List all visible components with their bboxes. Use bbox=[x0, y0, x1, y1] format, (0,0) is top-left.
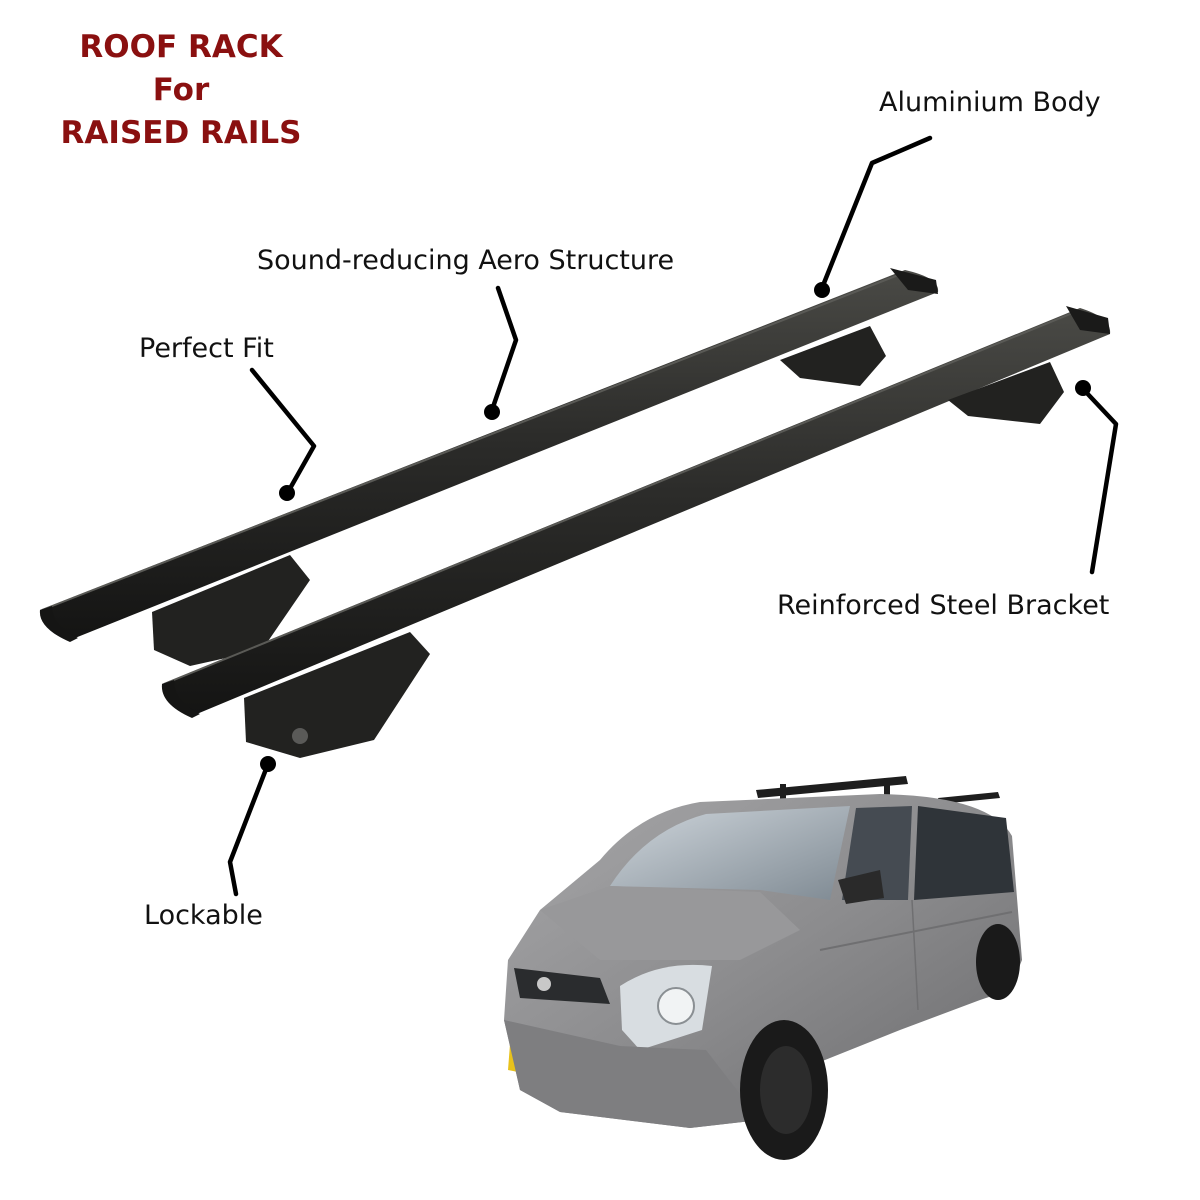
rear-bar-end-cap bbox=[39, 606, 78, 642]
callout-dot-aero bbox=[484, 404, 500, 420]
front-bar-right-bracket bbox=[948, 362, 1064, 424]
title-line-1: ROOF RACK bbox=[79, 29, 283, 65]
rear-bar-right-bracket bbox=[780, 326, 886, 386]
front-bar-end-cap bbox=[161, 680, 200, 718]
callout-lockable: Lockable bbox=[144, 900, 263, 931]
title-line-3: RAISED RAILS bbox=[60, 115, 302, 151]
callout-dot-steel bbox=[1075, 380, 1091, 396]
callout-aero-structure: Sound-reducing Aero Structure bbox=[257, 245, 675, 276]
callout-dots bbox=[260, 282, 1091, 772]
front-bar-left-bracket bbox=[244, 632, 430, 758]
rear-roof-bar bbox=[39, 268, 939, 666]
van-with-roof-rack bbox=[504, 776, 1022, 1160]
van-logo-icon bbox=[537, 977, 551, 991]
callout-dot-lock bbox=[260, 756, 276, 772]
callout-leaders bbox=[227, 135, 1119, 897]
callout-perfect-fit: Perfect Fit bbox=[139, 333, 274, 364]
van-grille bbox=[514, 968, 610, 1004]
callout-dot-aluminium bbox=[814, 282, 830, 298]
front-roof-bar bbox=[161, 306, 1111, 758]
callout-steel-bracket: Reinforced Steel Bracket bbox=[777, 590, 1110, 621]
callout-aluminium-body: Aluminium Body bbox=[879, 87, 1101, 118]
title-line-2: For bbox=[152, 72, 210, 108]
lock-cylinder-icon bbox=[292, 728, 308, 744]
rear-wheel bbox=[976, 924, 1020, 1000]
rear-bar-left-bracket bbox=[152, 555, 310, 666]
product-title: ROOF RACK For RAISED RAILS bbox=[40, 26, 322, 155]
callout-dot-fit bbox=[279, 485, 295, 501]
